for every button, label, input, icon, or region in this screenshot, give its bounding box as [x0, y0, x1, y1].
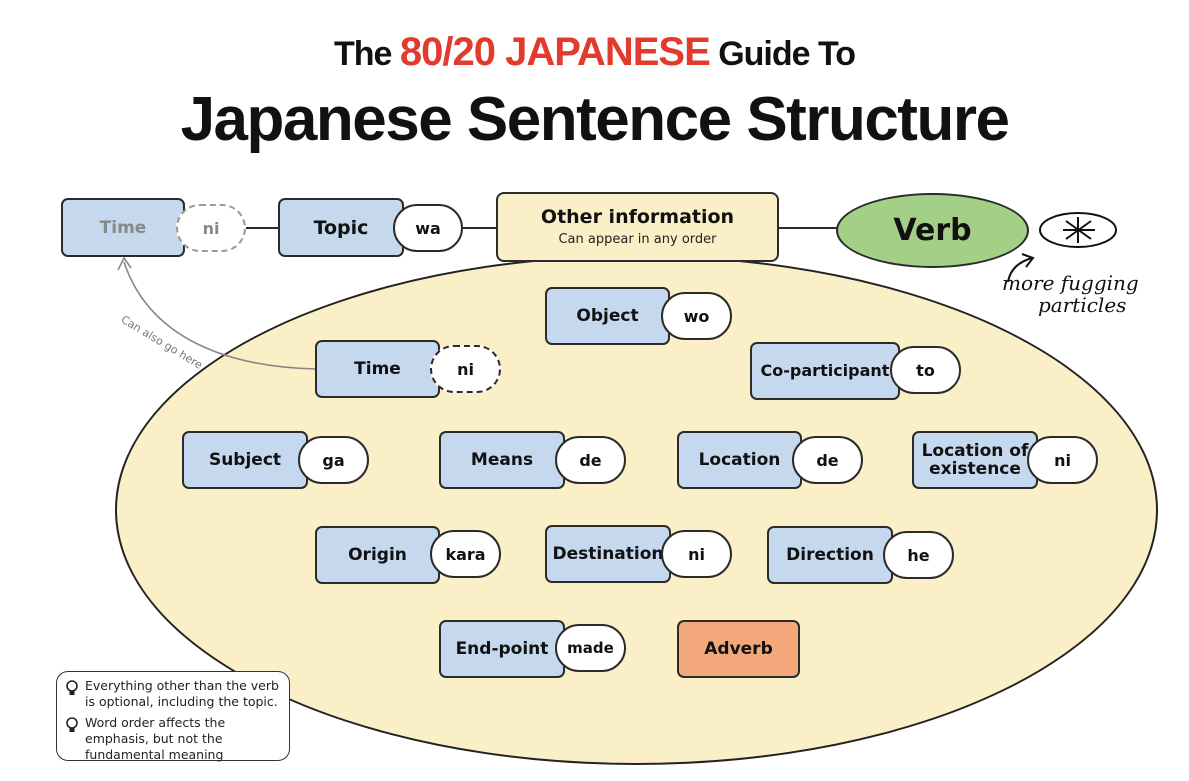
- title-line-1: The 80/20 JAPANESE Guide To: [0, 30, 1189, 90]
- end-point-particle: made: [555, 624, 626, 672]
- object-particle: wo: [661, 292, 732, 340]
- location-particle-label: de: [816, 450, 839, 470]
- location-of-existence-label: Location of existence: [921, 441, 1029, 479]
- destination-particle-label: ni: [688, 544, 705, 564]
- time-top-particle-label: ni: [202, 218, 220, 238]
- destination-particle: ni: [661, 530, 732, 578]
- subject-particle: ga: [298, 436, 369, 484]
- topic-box: Topic: [278, 198, 404, 257]
- page-title: Japanese Sentence Structure: [180, 85, 1010, 154]
- title-prefix: The: [333, 35, 392, 73]
- means-label: Means: [470, 450, 534, 470]
- object-particle-label: wo: [683, 306, 710, 326]
- asterisk-annotation: [1039, 212, 1117, 248]
- location-box: Location: [677, 431, 802, 489]
- time-particle: ni: [430, 345, 501, 393]
- note-item: Everything other than the verb is option…: [65, 678, 283, 710]
- location-of-existence-particle: ni: [1027, 436, 1098, 484]
- note-item: Word order affects the emphasis, but not…: [65, 715, 283, 763]
- handwritten-line-2: particles: [1038, 293, 1127, 317]
- direction-box: Direction: [767, 526, 893, 584]
- topic-label: Topic: [313, 216, 369, 239]
- topic-particle: wa: [393, 204, 463, 252]
- origin-label: Origin: [348, 545, 407, 565]
- means-particle-label: de: [579, 450, 602, 470]
- other-information-subtitle: Can appear in any order: [558, 232, 717, 247]
- time-top-label: Time: [99, 217, 147, 238]
- co-participant-particle: to: [890, 346, 961, 394]
- subject-particle-label: ga: [322, 450, 345, 470]
- title-brand: 80/20 JAPANESE: [399, 30, 711, 74]
- adverb-box: Adverb: [677, 620, 800, 678]
- handwritten-note: more fugging particles: [1002, 272, 1182, 316]
- topic-particle-label: wa: [415, 218, 441, 238]
- lightbulb-icon: [66, 717, 78, 732]
- means-particle: de: [555, 436, 626, 484]
- subject-box: Subject: [182, 431, 308, 489]
- time-top-box: Time: [61, 198, 185, 257]
- note-text-1: Everything other than the verb is option…: [85, 678, 279, 709]
- end-point-label: End-point: [455, 639, 549, 659]
- end-point-particle-label: made: [567, 639, 614, 657]
- co-participant-label: Co-participant: [760, 361, 890, 380]
- end-point-box: End-point: [439, 620, 565, 678]
- lightbulb-icon: [66, 680, 78, 695]
- origin-particle: kara: [430, 530, 501, 578]
- object-box: Object: [545, 287, 670, 345]
- time-label: Time: [354, 359, 401, 379]
- object-label: Object: [576, 306, 639, 326]
- destination-box: Destination: [545, 525, 671, 583]
- destination-label: Destination: [552, 544, 664, 564]
- time-box: Time: [315, 340, 440, 398]
- location-label: Location: [698, 450, 781, 470]
- location-of-existence-particle-label: ni: [1054, 450, 1071, 470]
- other-information-title: Other information: [540, 206, 735, 228]
- means-box: Means: [439, 431, 565, 489]
- direction-particle: he: [883, 531, 954, 579]
- other-information-box: Other information Can appear in any orde…: [496, 192, 779, 262]
- origin-box: Origin: [315, 526, 440, 584]
- direction-particle-label: he: [907, 545, 930, 565]
- note-text-2: Word order affects the emphasis, but not…: [85, 715, 226, 762]
- origin-particle-label: kara: [445, 544, 486, 564]
- handwritten-line-1: more fugging: [1002, 271, 1139, 295]
- location-particle: de: [792, 436, 863, 484]
- title-suffix: Guide To: [718, 35, 856, 73]
- co-participant-box: Co-participant: [750, 342, 900, 400]
- co-participant-particle-label: to: [916, 360, 935, 380]
- time-particle-label: ni: [457, 359, 474, 379]
- direction-label: Direction: [786, 545, 874, 565]
- time-top-particle: ni: [176, 204, 246, 252]
- notes-box: Everything other than the verb is option…: [56, 671, 290, 763]
- subject-label: Subject: [208, 450, 282, 470]
- location-of-existence-box: Location of existence: [912, 431, 1038, 489]
- handwritten-arrow: [1007, 253, 1035, 283]
- verb-ellipse: Verb: [836, 193, 1029, 268]
